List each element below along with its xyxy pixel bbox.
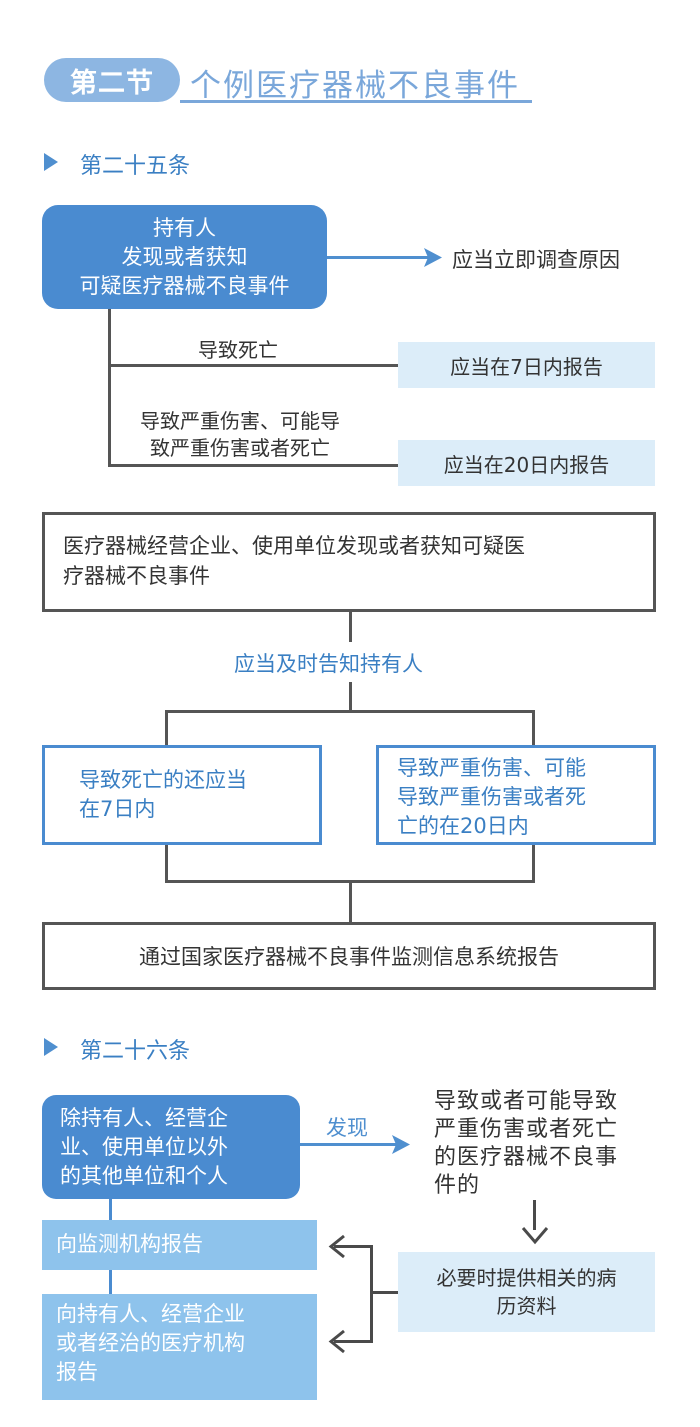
others-line-1: 除持有人、经营企 bbox=[60, 1105, 228, 1130]
enterprise-box: 医疗器械经营企业、使用单位发现或者获知可疑医 疗器械不良事件 bbox=[42, 512, 656, 612]
triangle-bullet-icon bbox=[44, 153, 58, 171]
event-text: 导致或者可能导致 严重伤害或者死亡 的医疗器械不良事 件的 bbox=[434, 1088, 618, 1200]
injury-box-line-1: 导致严重伤害、可能 bbox=[397, 756, 586, 780]
article-26-heading: 第二十六条 bbox=[80, 1039, 191, 1064]
injury-box-line-3: 亡的在20日内 bbox=[397, 814, 529, 838]
others-line-2: 业、使用单位以外 bbox=[60, 1134, 228, 1159]
report-holder-line-1: 向持有人、经营企业 bbox=[56, 1302, 245, 1326]
arrow-line bbox=[327, 256, 435, 259]
report-holder-line-3: 报告 bbox=[56, 1360, 98, 1384]
report-holder-line-2: 或者经治的医疗机构 bbox=[56, 1331, 245, 1355]
event-line-4: 件的 bbox=[434, 1173, 481, 1198]
branch2-label: 导致严重伤害、可能导 致严重伤害或者死亡 bbox=[140, 408, 340, 462]
merge-right-rise bbox=[532, 845, 535, 883]
branch1-label: 导致死亡 bbox=[198, 338, 278, 362]
branch2-label-line-1: 导致严重伤害、可能导 bbox=[140, 409, 340, 433]
arrow-right-icon bbox=[424, 248, 442, 267]
report-system-box: 通过国家医疗器械不良事件监测信息系统报告 bbox=[42, 922, 656, 990]
triangle-bullet-icon bbox=[44, 1038, 58, 1056]
branch2-line bbox=[108, 464, 398, 467]
others-line-3: 的其他单位和个人 bbox=[60, 1163, 228, 1188]
split-left-drop bbox=[165, 710, 168, 746]
branch2-label-line-2: 致严重伤害或者死亡 bbox=[150, 436, 330, 460]
discover-arrow-line bbox=[300, 1143, 400, 1146]
holder-line-3: 可疑医疗器械不良事件 bbox=[79, 273, 290, 298]
discover-label: 发现 bbox=[326, 1116, 368, 1140]
report-holder-box: 向持有人、经营企业 或者经治的医疗机构 报告 bbox=[42, 1294, 317, 1400]
holder-box: 持有人 发现或者获知 可疑医疗器械不良事件 bbox=[42, 205, 327, 309]
report-monitor-box: 向监测机构报告 bbox=[42, 1220, 317, 1270]
provide-line-1: 必要时提供相关的病 bbox=[436, 1266, 617, 1290]
holder-connector bbox=[108, 309, 111, 467]
back-arrow-top bbox=[334, 1245, 373, 1248]
enterprise-line-2: 疗器械不良事件 bbox=[63, 564, 210, 588]
arrow-left-icon bbox=[328, 1329, 345, 1354]
title-underline bbox=[180, 100, 532, 103]
split-line bbox=[165, 710, 535, 713]
others-box: 除持有人、经营企 业、使用单位以外 的其他单位和个人 bbox=[42, 1095, 300, 1199]
enterprise-line-1: 医疗器械经营企业、使用单位发现或者获知可疑医 bbox=[63, 534, 525, 558]
back-arrow-stub bbox=[370, 1291, 398, 1294]
split-right-drop bbox=[532, 710, 535, 746]
article-25-heading: 第二十五条 bbox=[80, 154, 191, 179]
section-title: 个例医疗器械不良事件 bbox=[190, 68, 520, 104]
notify-label: 应当及时告知持有人 bbox=[234, 652, 423, 676]
holder-line-2: 发现或者获知 bbox=[121, 244, 248, 269]
death-box-line-1: 导致死亡的还应当 bbox=[79, 768, 247, 792]
section-badge: 第二节 bbox=[44, 58, 180, 102]
death-box-line-2: 在7日内 bbox=[79, 797, 156, 821]
branch1-line bbox=[108, 364, 398, 367]
enterprise-connector bbox=[349, 612, 352, 642]
provide-records-box: 必要时提供相关的病 历资料 bbox=[398, 1252, 655, 1332]
immediate-action-text: 应当立即调查原因 bbox=[452, 248, 620, 272]
branch1-result: 应当在7日内报告 bbox=[398, 342, 655, 388]
merge-left-rise bbox=[165, 845, 168, 883]
merge-connector bbox=[349, 880, 352, 922]
provide-line-2: 历资料 bbox=[496, 1294, 557, 1318]
down-arrow-line bbox=[533, 1200, 536, 1230]
event-line-3: 的医疗器械不良事 bbox=[434, 1145, 619, 1170]
branch2-result: 应当在20日内报告 bbox=[398, 440, 655, 486]
death-7day-box: 导致死亡的还应当 在7日内 bbox=[42, 745, 322, 845]
back-arrow-bottom bbox=[334, 1340, 373, 1343]
injury-20day-box: 导致严重伤害、可能 导致严重伤害或者死 亡的在20日内 bbox=[376, 745, 656, 845]
notify-connector bbox=[349, 682, 352, 712]
arrow-down-icon bbox=[521, 1227, 549, 1245]
event-line-1: 导致或者可能导致 bbox=[434, 1089, 619, 1114]
holder-line-1: 持有人 bbox=[153, 215, 216, 240]
injury-box-line-2: 导致严重伤害或者死 bbox=[397, 785, 586, 809]
event-line-2: 严重伤害或者死亡 bbox=[434, 1117, 619, 1142]
arrow-left-icon bbox=[328, 1234, 345, 1259]
arrow-right-icon bbox=[392, 1135, 410, 1154]
